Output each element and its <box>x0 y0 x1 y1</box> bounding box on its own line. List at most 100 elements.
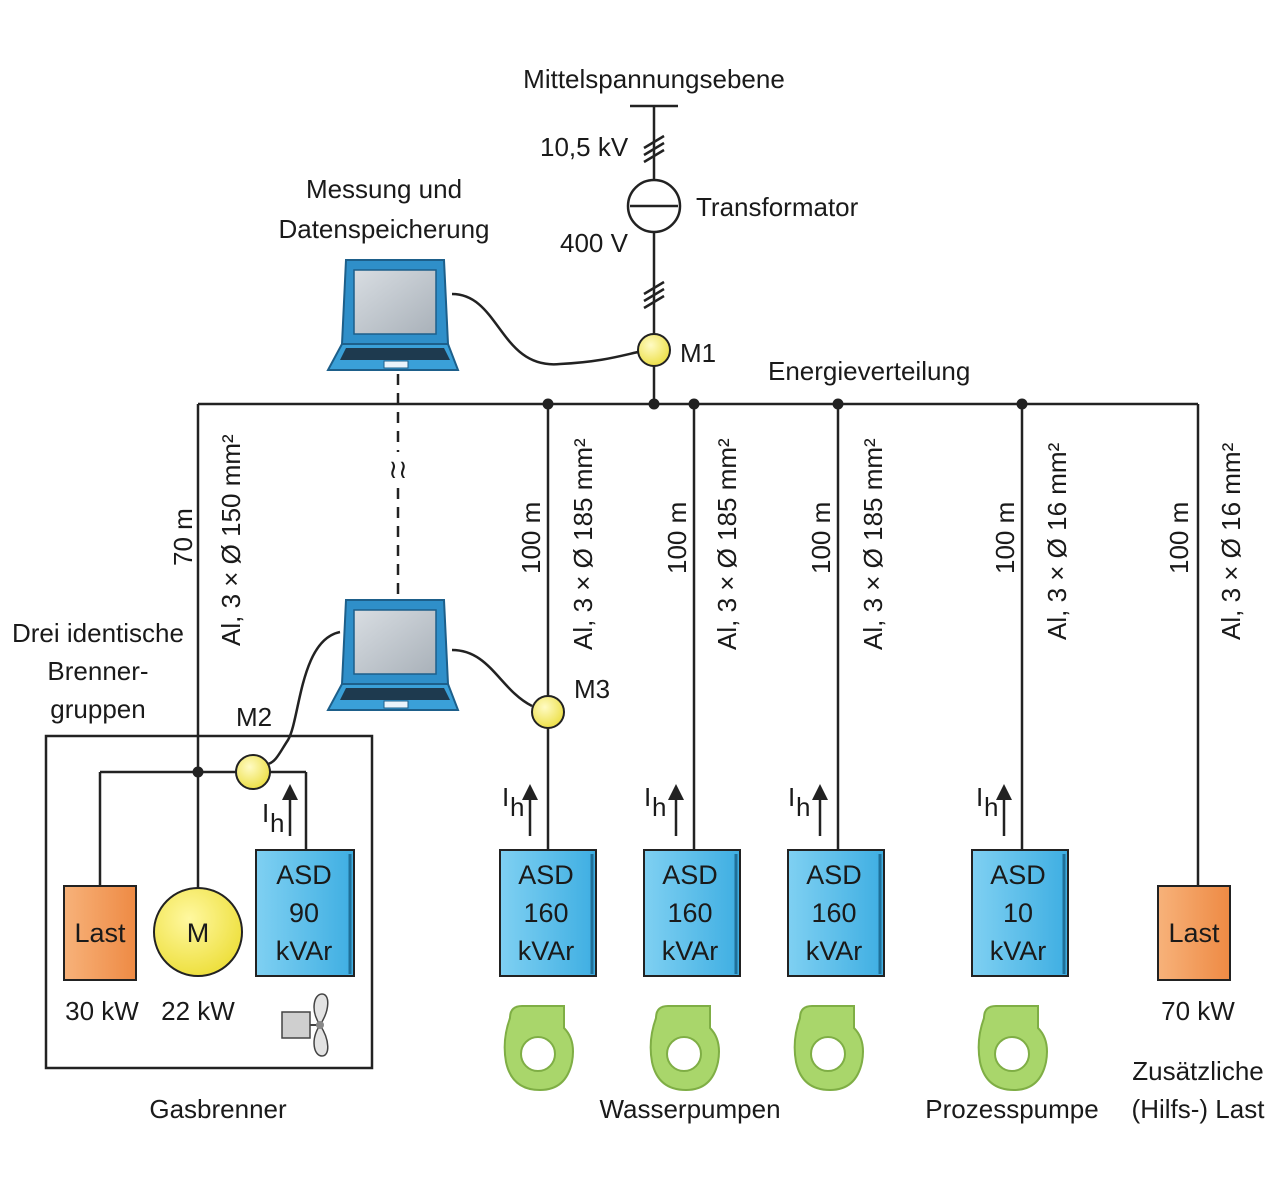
current-symbol: I <box>502 782 509 812</box>
harmonic-current-arrow <box>812 784 828 836</box>
pump-icon <box>503 1005 574 1091</box>
asd-line3: kVAr <box>518 936 575 966</box>
lv-voltage-label: 400 V <box>560 228 629 258</box>
asd-line1: ASD <box>276 860 332 890</box>
cable-length: 100 m <box>806 502 836 574</box>
current-subscript: h <box>510 792 524 822</box>
cable-length: 70 m <box>168 508 198 566</box>
asd-box-pump-1 <box>499 849 597 977</box>
current-subscript: h <box>984 792 998 822</box>
junction-dot <box>648 398 660 410</box>
cable-label-4: 100 m Al, 3 × Ø 185 mm² <box>806 438 888 650</box>
meter-m2-label: M2 <box>236 702 272 732</box>
motor-power: 22 kW <box>161 996 235 1026</box>
junction-dot <box>192 766 204 778</box>
aux-caption-line1: Zusätzliche <box>1132 1056 1264 1086</box>
cable-spec: Al, 3 × Ø 185 mm² <box>712 438 742 650</box>
meter-m3-label: M3 <box>574 674 610 704</box>
cable-spec: Al, 3 × Ø 16 mm² <box>1216 442 1246 640</box>
load-power: 30 kW <box>65 996 139 1026</box>
load-label: Last <box>74 918 126 948</box>
asd-line3: kVAr <box>990 936 1047 966</box>
current-subscript: h <box>652 792 666 822</box>
asd-line2: 160 <box>811 898 856 928</box>
asd-box-pump-2 <box>643 849 741 977</box>
asd-line3: kVAr <box>276 936 333 966</box>
motor-label: M <box>187 918 210 948</box>
cable-length: 100 m <box>990 502 1020 574</box>
current-symbol: I <box>262 798 269 828</box>
meter-m1 <box>637 333 671 367</box>
harmonic-current-arrow <box>668 784 684 836</box>
burner-group-line3: gruppen <box>50 694 145 724</box>
laptop-to-m3-cable <box>451 648 533 708</box>
cable-label-6: 100 m Al, 3 × Ø 16 mm² <box>1164 442 1246 640</box>
motor-symbol <box>153 887 243 977</box>
measurement-title-line1: Messung und <box>306 174 462 204</box>
asd-line1: ASD <box>662 860 718 890</box>
asd-line1: ASD <box>990 860 1046 890</box>
data-link-gap <box>384 452 412 486</box>
cable-label-2: 100 m Al, 3 × Ø 185 mm² <box>516 438 598 650</box>
asd-line3: kVAr <box>806 936 863 966</box>
asd-line2: 10 <box>1003 898 1033 928</box>
burner-group-line2: Brenner- <box>47 656 148 686</box>
load-box-aux <box>1157 885 1231 981</box>
load-label: Last <box>1168 918 1220 948</box>
fan-icon <box>281 993 329 1057</box>
pump-icon <box>793 1005 864 1091</box>
transformer-label: Transformator <box>696 192 859 222</box>
asd-line2: 160 <box>667 898 712 928</box>
cable-label-1: 70 m Al, 3 × Ø 150 mm² <box>168 434 246 646</box>
cable-spec: Al, 3 × Ø 185 mm² <box>858 438 888 650</box>
asd-box-process-pump <box>971 849 1069 977</box>
harmonic-current-arrow <box>996 784 1012 836</box>
burner-group-line1: Drei identische <box>12 618 184 648</box>
aux-load-power: 70 kW <box>1161 996 1235 1026</box>
wireless-link-icon: ≀≀ <box>388 454 408 484</box>
cable-spec: Al, 3 × Ø 150 mm² <box>216 434 246 646</box>
asd-line2: 90 <box>289 898 319 928</box>
asd-line3: kVAr <box>662 936 719 966</box>
current-subscript: h <box>796 792 810 822</box>
cable-length: 100 m <box>1164 502 1194 574</box>
cable-spec: Al, 3 × Ø 185 mm² <box>568 438 598 650</box>
harmonic-current-arrow <box>522 784 538 836</box>
supply-label: Mittelspannungsebene <box>523 64 785 94</box>
laptop-to-m1-cable <box>451 292 639 366</box>
aux-caption-line2: (Hilfs-) Last <box>1132 1094 1266 1124</box>
distribution-label: Energieverteilung <box>768 356 970 386</box>
asd-line2: 160 <box>523 898 568 928</box>
laptop-icon <box>327 259 459 371</box>
cable-spec: Al, 3 × Ø 16 mm² <box>1042 442 1072 640</box>
cable-label-3: 100 m Al, 3 × Ø 185 mm² <box>662 438 742 650</box>
meter-m1-label: M1 <box>680 338 716 368</box>
process-pump-caption: Prozesspumpe <box>925 1094 1098 1124</box>
cable-label-5: 100 m Al, 3 × Ø 16 mm² <box>990 442 1072 640</box>
meter-m2 <box>235 754 271 790</box>
laptop-to-m2-cable <box>267 630 341 766</box>
burner-caption: Gasbrenner <box>149 1094 287 1124</box>
meter-m3 <box>531 695 565 729</box>
asd-box-pump-3 <box>787 849 885 977</box>
transformer-symbol <box>626 178 682 234</box>
asd-line1: ASD <box>518 860 574 890</box>
pump-icon <box>649 1005 720 1091</box>
pump-icon <box>977 1005 1048 1091</box>
cable-length: 100 m <box>516 502 546 574</box>
current-symbol: I <box>788 782 795 812</box>
current-symbol: I <box>976 782 983 812</box>
current-symbol: I <box>644 782 651 812</box>
asd-line1: ASD <box>806 860 862 890</box>
laptop-icon <box>327 599 459 711</box>
burner-group-frame <box>44 734 374 1070</box>
mv-voltage-label: 10,5 kV <box>540 132 629 162</box>
three-phase-marker-lv <box>643 280 665 310</box>
measurement-title-line2: Datenspeicherung <box>278 214 489 244</box>
load-box-burner <box>63 885 137 981</box>
three-phase-marker-mv <box>643 134 665 164</box>
harmonic-current-arrow <box>282 784 298 836</box>
current-subscript: h <box>270 808 284 838</box>
asd-box-burner <box>255 849 355 977</box>
